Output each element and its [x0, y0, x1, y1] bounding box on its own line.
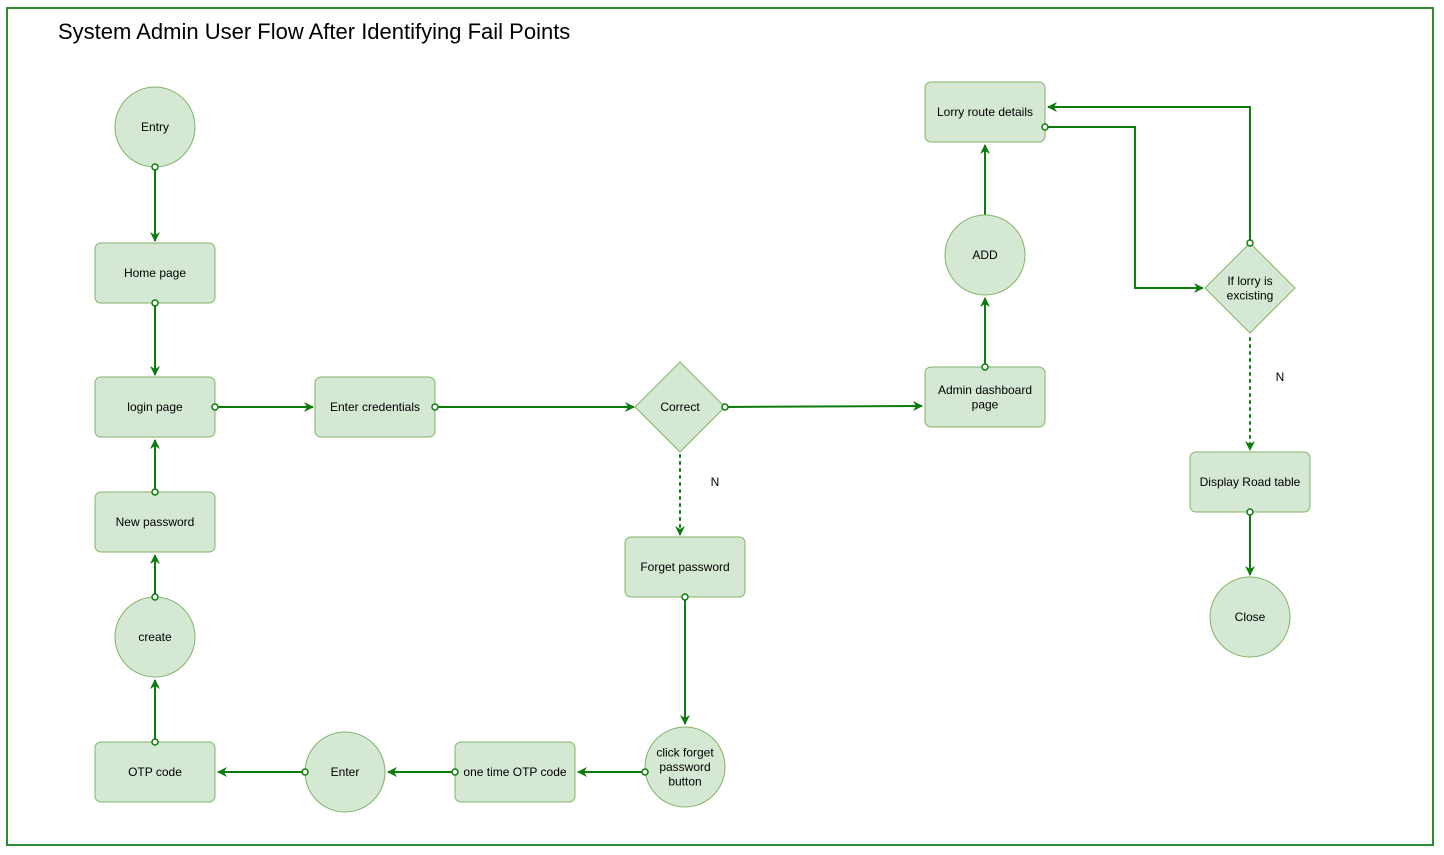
edge-correct-to-dashboard — [724, 401, 923, 412]
node-label: Enter credentials — [330, 400, 420, 414]
node-roadtable: Display Road table — [1189, 451, 1311, 513]
node-label: Display Road table — [1200, 475, 1301, 489]
edge-port-create — [151, 593, 159, 601]
node-label: Entry — [141, 120, 169, 134]
node-label: Lorry route details — [937, 105, 1033, 119]
node-correct: Correct — [634, 361, 726, 453]
edge-port-clickforget — [641, 768, 649, 776]
node-close: Close — [1209, 576, 1291, 658]
node-label: Enter — [331, 765, 360, 779]
node-shape-circle — [944, 214, 1026, 296]
node-label: Close — [1235, 610, 1266, 624]
node-label: If lorry is — [1227, 274, 1272, 288]
node-label: OTP code — [128, 765, 182, 779]
node-label: page — [972, 397, 999, 411]
edge-port-enter — [301, 768, 309, 776]
node-shape-diamond — [1204, 242, 1296, 334]
node-label: ADD — [972, 248, 998, 262]
node-lorry: Lorry route details — [924, 81, 1046, 143]
node-label: one time OTP code — [463, 765, 566, 779]
node-creds: Enter credentials — [314, 376, 436, 438]
node-shape-circle — [1209, 576, 1291, 658]
edge-port-login — [211, 403, 219, 411]
edge-port-correct — [721, 403, 729, 411]
node-label: login page — [127, 400, 183, 414]
edge-port-roadtable — [1246, 508, 1254, 516]
node-home: Home page — [94, 242, 216, 304]
edge-port-onetime — [451, 768, 459, 776]
edge-iflorry-to-lorry — [1047, 102, 1251, 243]
node-create: create — [114, 596, 196, 678]
node-login: login page — [94, 376, 216, 438]
edge-label: N — [711, 475, 720, 489]
node-onetime: one time OTP code — [454, 741, 576, 803]
edge-port-creds — [431, 403, 439, 411]
edge-port-forget — [681, 593, 689, 601]
node-label: password — [659, 760, 710, 774]
node-forget: Forget password — [624, 536, 746, 598]
edge-port-entry — [151, 163, 159, 171]
node-otp: OTP code — [94, 741, 216, 803]
node-label: Forget password — [640, 560, 729, 574]
diagram-title: System Admin User Flow After Identifying… — [58, 19, 571, 44]
node-label: excisting — [1227, 288, 1274, 302]
ports-layer — [151, 123, 1254, 776]
node-shape-rect — [924, 81, 1046, 143]
node-shape-circle — [644, 726, 726, 808]
node-shape-diamond — [634, 361, 726, 453]
edge-port-otp — [151, 738, 159, 746]
node-add: ADD — [944, 214, 1026, 296]
node-newpw: New password — [94, 491, 216, 553]
edge-port-dashboard — [981, 363, 989, 371]
node-label: create — [138, 630, 172, 644]
edge-label: N — [1276, 370, 1285, 384]
edges-layer: NN — [150, 102, 1285, 777]
node-entry: Entry — [114, 86, 196, 168]
node-label: Home page — [124, 266, 186, 280]
edge-lorry-to-iflorry — [1045, 126, 1204, 293]
edge-port-newpw — [151, 488, 159, 496]
diagram-frame — [6, 7, 1434, 846]
node-label: button — [668, 775, 701, 789]
node-label: click forget — [656, 746, 714, 760]
node-label: Admin dashboard — [938, 383, 1032, 397]
edge-port-iflorry — [1246, 239, 1254, 247]
node-label: New password — [116, 515, 195, 529]
edge-port-lorry — [1041, 123, 1049, 131]
node-enter: Enter — [304, 731, 386, 813]
node-label: Correct — [660, 400, 700, 414]
edge-port-home — [151, 299, 159, 307]
